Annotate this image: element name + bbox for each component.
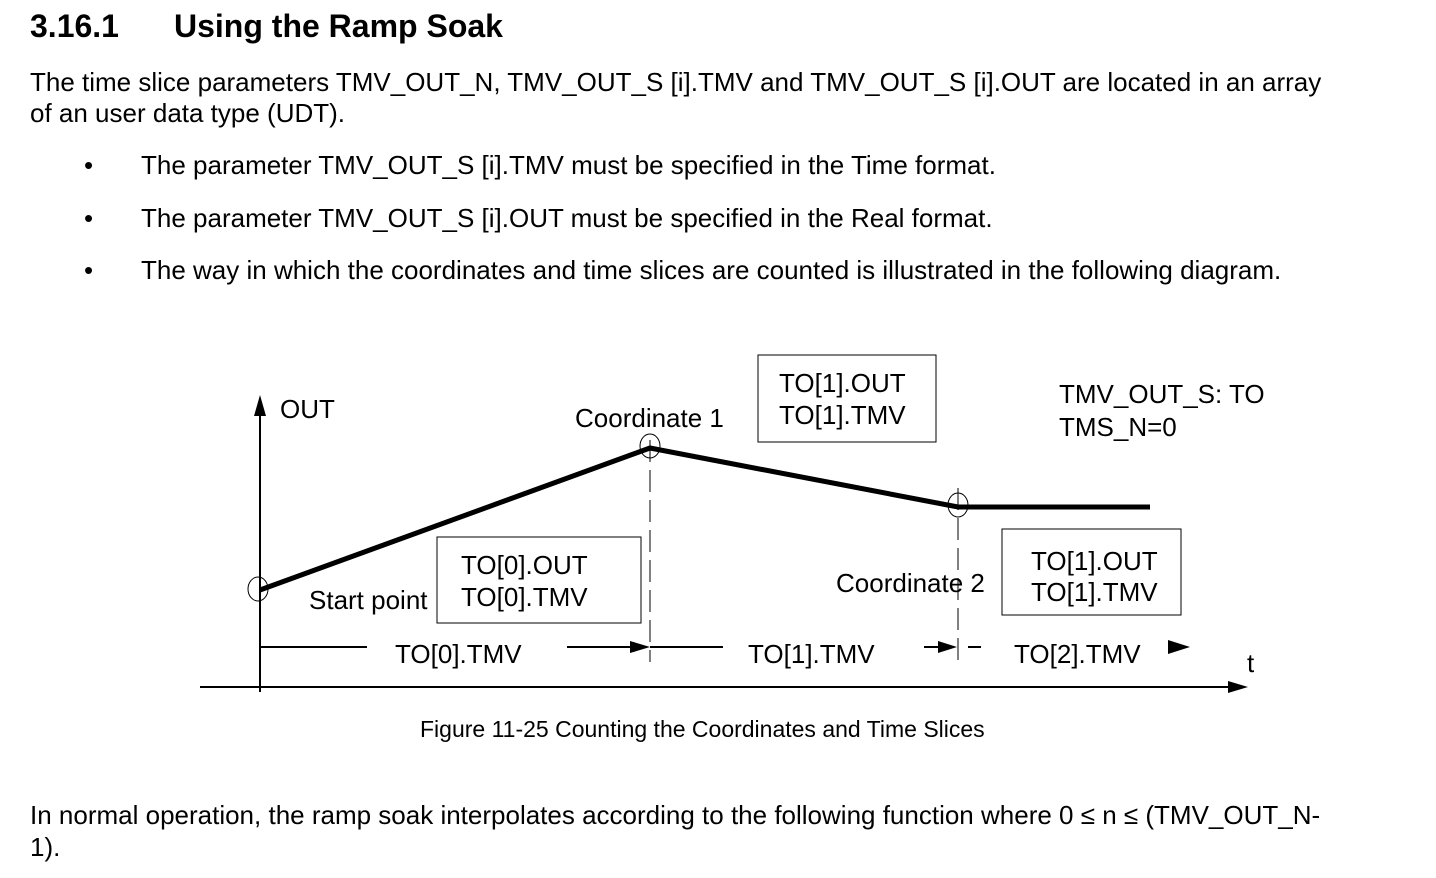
info-line-1: TMV_OUT_S: TO (1059, 379, 1265, 409)
ramp-soak-curve (259, 445, 1150, 593)
x-axis-label: t (1247, 648, 1255, 678)
coordinate1-box (757, 354, 937, 443)
slice0-label: TO[0].TMV (395, 639, 522, 669)
coordinate2-box (1001, 528, 1182, 616)
bullet-item: The parameter TMV_OUT_S [i].OUT must be … (141, 203, 993, 233)
arrowhead-icon (1168, 640, 1190, 654)
box2-out: TO[1].OUT (1031, 546, 1158, 576)
intro-line-2: of an user data type (UDT). (30, 98, 346, 128)
intro-line-1: The time slice parameters TMV_OUT_N, TMV… (30, 67, 1322, 97)
bullet-item: The parameter TMV_OUT_S [i].TMV must be … (141, 150, 996, 180)
arrowhead-icon (938, 641, 957, 653)
info-line-2: TMS_N=0 (1059, 412, 1177, 442)
x-axis-arrow (1228, 681, 1248, 693)
coordinate2-label: Coordinate 2 (836, 568, 985, 598)
coordinate2-marker (947, 492, 969, 518)
box0-tmv: TO[0].TMV (461, 582, 588, 612)
box2-tmv: TO[1].TMV (1031, 577, 1158, 607)
start-point-label: Start point (309, 585, 428, 615)
y-axis-label: OUT (280, 394, 335, 424)
start-point-marker (247, 576, 269, 602)
bullet-dot: • (84, 255, 94, 285)
bullet-item: The way in which the coordinates and tim… (141, 255, 1282, 285)
section-title: Using the Ramp Soak (174, 8, 503, 44)
bullet-dot: • (84, 203, 94, 233)
figure-caption: Figure 11-25 Counting the Coordinates an… (420, 716, 985, 742)
start-point-box (436, 536, 642, 624)
bullet-dot: • (84, 150, 94, 180)
y-axis-arrow (254, 395, 266, 416)
box0-out: TO[0].OUT (461, 550, 588, 580)
coordinate1-label: Coordinate 1 (575, 403, 724, 433)
slice1-label: TO[1].TMV (748, 639, 875, 669)
outro-line-1: In normal operation, the ramp soak inter… (30, 800, 1321, 830)
slice2-label: TO[2].TMV (1014, 639, 1141, 669)
box1-out: TO[1].OUT (779, 368, 906, 398)
outro-line-2: 1). (30, 832, 61, 862)
arrowhead-icon (630, 641, 650, 653)
coordinate1-marker (639, 433, 661, 459)
section-number: 3.16.1 (30, 8, 119, 44)
box1-tmv: TO[1].TMV (779, 400, 906, 430)
